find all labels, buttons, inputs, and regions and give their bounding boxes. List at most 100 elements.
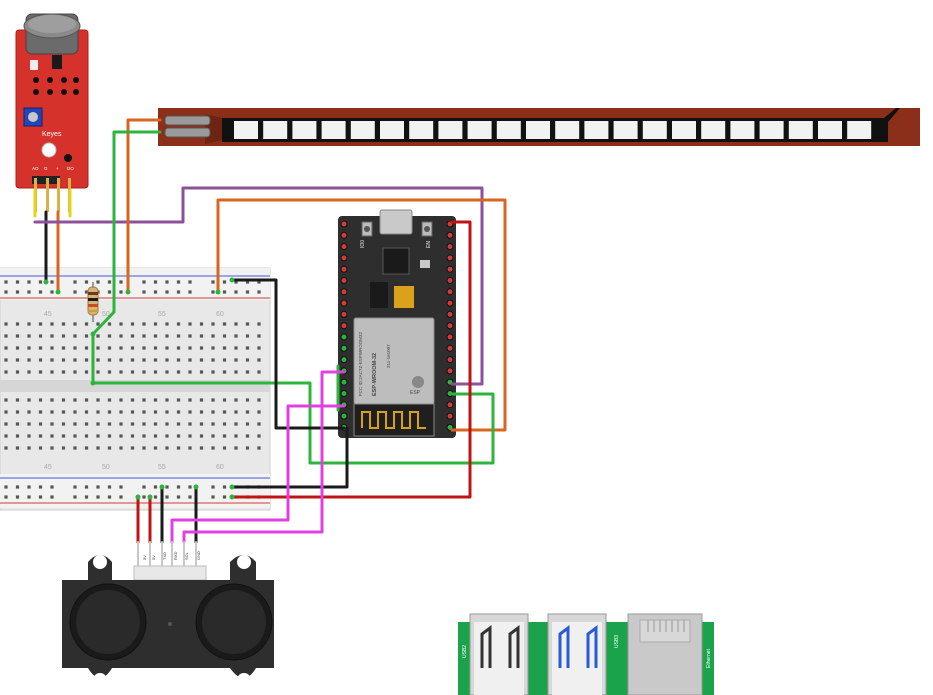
breadboard-hole[interactable]	[245, 290, 250, 294]
breadboard-hole[interactable]	[4, 495, 8, 499]
breadboard-hole[interactable]	[234, 322, 238, 326]
esp32-pin[interactable]	[446, 243, 454, 251]
breadboard-hole[interactable]	[84, 334, 89, 338]
breadboard-hole[interactable]	[142, 446, 146, 450]
breadboard-hole[interactable]	[50, 446, 54, 450]
breadboard-hole[interactable]	[50, 410, 54, 414]
breadboard-hole[interactable]	[38, 334, 43, 338]
breadboard-hole[interactable]	[38, 370, 43, 374]
breadboard-hole[interactable]	[15, 410, 20, 414]
breadboard-hole[interactable]	[222, 346, 227, 350]
breadboard-hole[interactable]	[222, 290, 227, 294]
breadboard-hole[interactable]	[199, 334, 204, 338]
breadboard-hole[interactable]	[153, 485, 158, 489]
breadboard-hole[interactable]	[38, 422, 43, 426]
breadboard-hole[interactable]	[211, 398, 215, 402]
breadboard-hole[interactable]	[27, 434, 31, 438]
breadboard-hole[interactable]	[84, 290, 89, 294]
breadboard-hole[interactable]	[176, 322, 181, 326]
breadboard-hole[interactable]	[119, 290, 123, 294]
breadboard-hole[interactable]	[130, 370, 135, 374]
breadboard-hole[interactable]	[257, 358, 261, 362]
breadboard-hole[interactable]	[142, 422, 146, 426]
breadboard-hole[interactable]	[234, 346, 238, 350]
breadboard-hole[interactable]	[211, 434, 215, 438]
breadboard-hole[interactable]	[96, 334, 100, 338]
breadboard-hole[interactable]	[176, 358, 181, 362]
breadboard-hole[interactable]	[107, 434, 112, 438]
breadboard-hole[interactable]	[142, 358, 146, 362]
esp32-pin[interactable]	[340, 310, 348, 318]
breadboard-hole[interactable]	[222, 322, 227, 326]
esp32-pin[interactable]	[446, 322, 454, 330]
esp32-pin[interactable]	[446, 367, 454, 375]
breadboard-hole[interactable]	[119, 434, 123, 438]
breadboard-hole[interactable]	[142, 334, 146, 338]
breadboard-hole[interactable]	[50, 495, 54, 499]
breadboard-hole[interactable]	[188, 370, 192, 374]
breadboard-hole[interactable]	[50, 290, 54, 294]
breadboard-hole[interactable]	[73, 358, 77, 362]
breadboard-hole[interactable]	[107, 370, 112, 374]
breadboard-hole[interactable]	[257, 334, 261, 338]
breadboard-hole[interactable]	[142, 398, 146, 402]
breadboard-hole[interactable]	[119, 280, 123, 284]
breadboard-hole[interactable]	[119, 334, 123, 338]
breadboard-hole[interactable]	[176, 434, 181, 438]
breadboard-hole[interactable]	[188, 290, 192, 294]
breadboard-hole[interactable]	[199, 434, 204, 438]
breadboard-hole[interactable]	[96, 410, 100, 414]
breadboard-hole[interactable]	[4, 280, 8, 284]
breadboard-hole[interactable]	[142, 322, 146, 326]
breadboard-hole[interactable]	[176, 280, 181, 284]
breadboard-hole[interactable]	[27, 410, 31, 414]
breadboard-hole[interactable]	[142, 485, 146, 489]
breadboard-hole[interactable]	[153, 322, 158, 326]
breadboard-hole[interactable]	[153, 495, 158, 499]
breadboard-hole[interactable]	[27, 422, 31, 426]
breadboard-hole[interactable]	[73, 410, 77, 414]
breadboard-hole[interactable]	[84, 446, 89, 450]
breadboard-hole[interactable]	[27, 280, 31, 284]
breadboard-hole[interactable]	[73, 485, 77, 489]
breadboard-hole[interactable]	[73, 398, 77, 402]
breadboard-hole[interactable]	[188, 434, 192, 438]
breadboard-hole[interactable]	[15, 398, 20, 402]
breadboard-hole[interactable]	[176, 398, 181, 402]
breadboard-hole[interactable]	[84, 280, 89, 284]
breadboard-hole[interactable]	[188, 322, 192, 326]
breadboard-hole[interactable]	[119, 322, 123, 326]
breadboard-hole[interactable]	[96, 446, 100, 450]
breadboard-hole[interactable]	[107, 446, 112, 450]
breadboard-hole[interactable]	[165, 370, 169, 374]
esp32-pin[interactable]	[446, 265, 454, 273]
breadboard-hole[interactable]	[188, 410, 192, 414]
esp32-pin[interactable]	[340, 265, 348, 273]
breadboard-hole[interactable]	[38, 485, 43, 489]
breadboard-hole[interactable]	[234, 434, 238, 438]
breadboard-hole[interactable]	[130, 410, 135, 414]
breadboard-hole[interactable]	[15, 358, 20, 362]
breadboard-hole[interactable]	[38, 446, 43, 450]
esp32-pin[interactable]	[446, 356, 454, 364]
breadboard-hole[interactable]	[61, 410, 66, 414]
flex-sensor[interactable]	[158, 108, 920, 146]
breadboard-hole[interactable]	[188, 446, 192, 450]
breadboard-hole[interactable]	[234, 410, 238, 414]
breadboard-hole[interactable]	[119, 422, 123, 426]
breadboard-hole[interactable]	[50, 398, 54, 402]
breadboard-hole[interactable]	[96, 485, 100, 489]
breadboard-hole[interactable]	[245, 434, 250, 438]
breadboard-hole[interactable]	[245, 446, 250, 450]
breadboard-hole[interactable]	[38, 280, 43, 284]
breadboard-hole[interactable]	[15, 422, 20, 426]
breadboard-hole[interactable]	[15, 485, 20, 489]
breadboard-hole[interactable]	[165, 434, 169, 438]
breadboard-hole[interactable]	[130, 434, 135, 438]
breadboard-hole[interactable]	[15, 280, 20, 284]
breadboard-hole[interactable]	[199, 398, 204, 402]
breadboard-hole[interactable]	[107, 422, 112, 426]
breadboard-hole[interactable]	[245, 358, 250, 362]
breadboard-hole[interactable]	[38, 346, 43, 350]
breadboard-hole[interactable]	[96, 346, 100, 350]
